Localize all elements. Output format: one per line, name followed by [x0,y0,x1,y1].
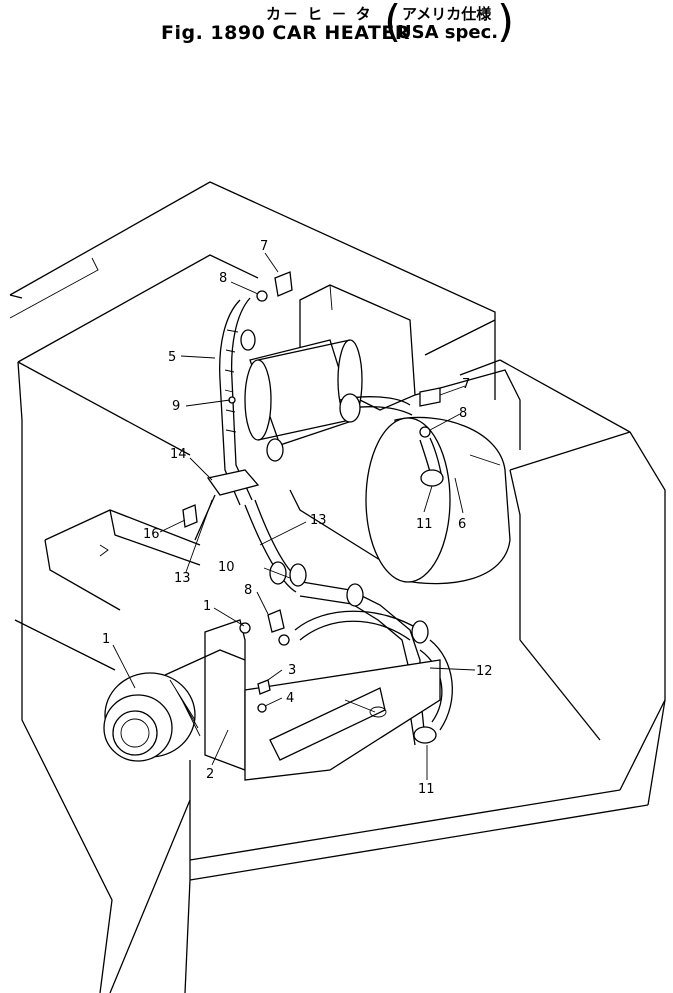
figure-title: カ－ ヒ － タ Fig. 1890 CAR HEATER ( アメリカ仕様 U… [0,0,673,48]
right-parenthesis: ) [497,0,515,47]
callout-2: 2 [206,767,214,782]
callout-8-top: 8 [219,271,227,286]
callout-5: 5 [168,350,176,365]
callout-10: 10 [218,560,235,575]
callout-7-right: 7 [462,377,470,392]
fittings [182,271,441,713]
callout-1-washer: 1 [203,599,211,614]
callout-12: 12 [476,664,493,679]
callout-9: 9 [172,399,180,414]
callout-8-right: 8 [459,406,467,421]
callout-7-top: 7 [260,239,268,254]
spec-japanese: アメリカ仕様 [402,5,492,23]
spec-english: USA spec. [397,22,499,43]
title-japanese: カ－ ヒ － タ [266,5,373,23]
callout-15: 14 [170,447,187,462]
callout-14: 13 [310,513,327,528]
callout-1: 1 [102,632,110,647]
callout-11-upper: 11 [416,517,433,532]
leader-lines [112,252,476,780]
left-parenthesis: ( [384,0,402,47]
callout-4: 4 [286,691,294,706]
machine-body [9,181,666,993]
compressor-assembly [103,619,441,781]
callout-labels: 7 8 5 9 14 16 13 13 10 8 1 1 3 4 2 7 8 1… [102,239,493,797]
callout-16: 16 [143,527,160,542]
heater-drum [365,416,511,585]
callout-6: 6 [458,517,466,532]
callout-8-mid: 8 [244,583,252,598]
callout-13: 13 [174,571,191,586]
callout-11-lower: 11 [418,782,435,797]
title-english: Fig. 1890 CAR HEATER [161,22,410,44]
callout-3: 3 [288,663,296,678]
